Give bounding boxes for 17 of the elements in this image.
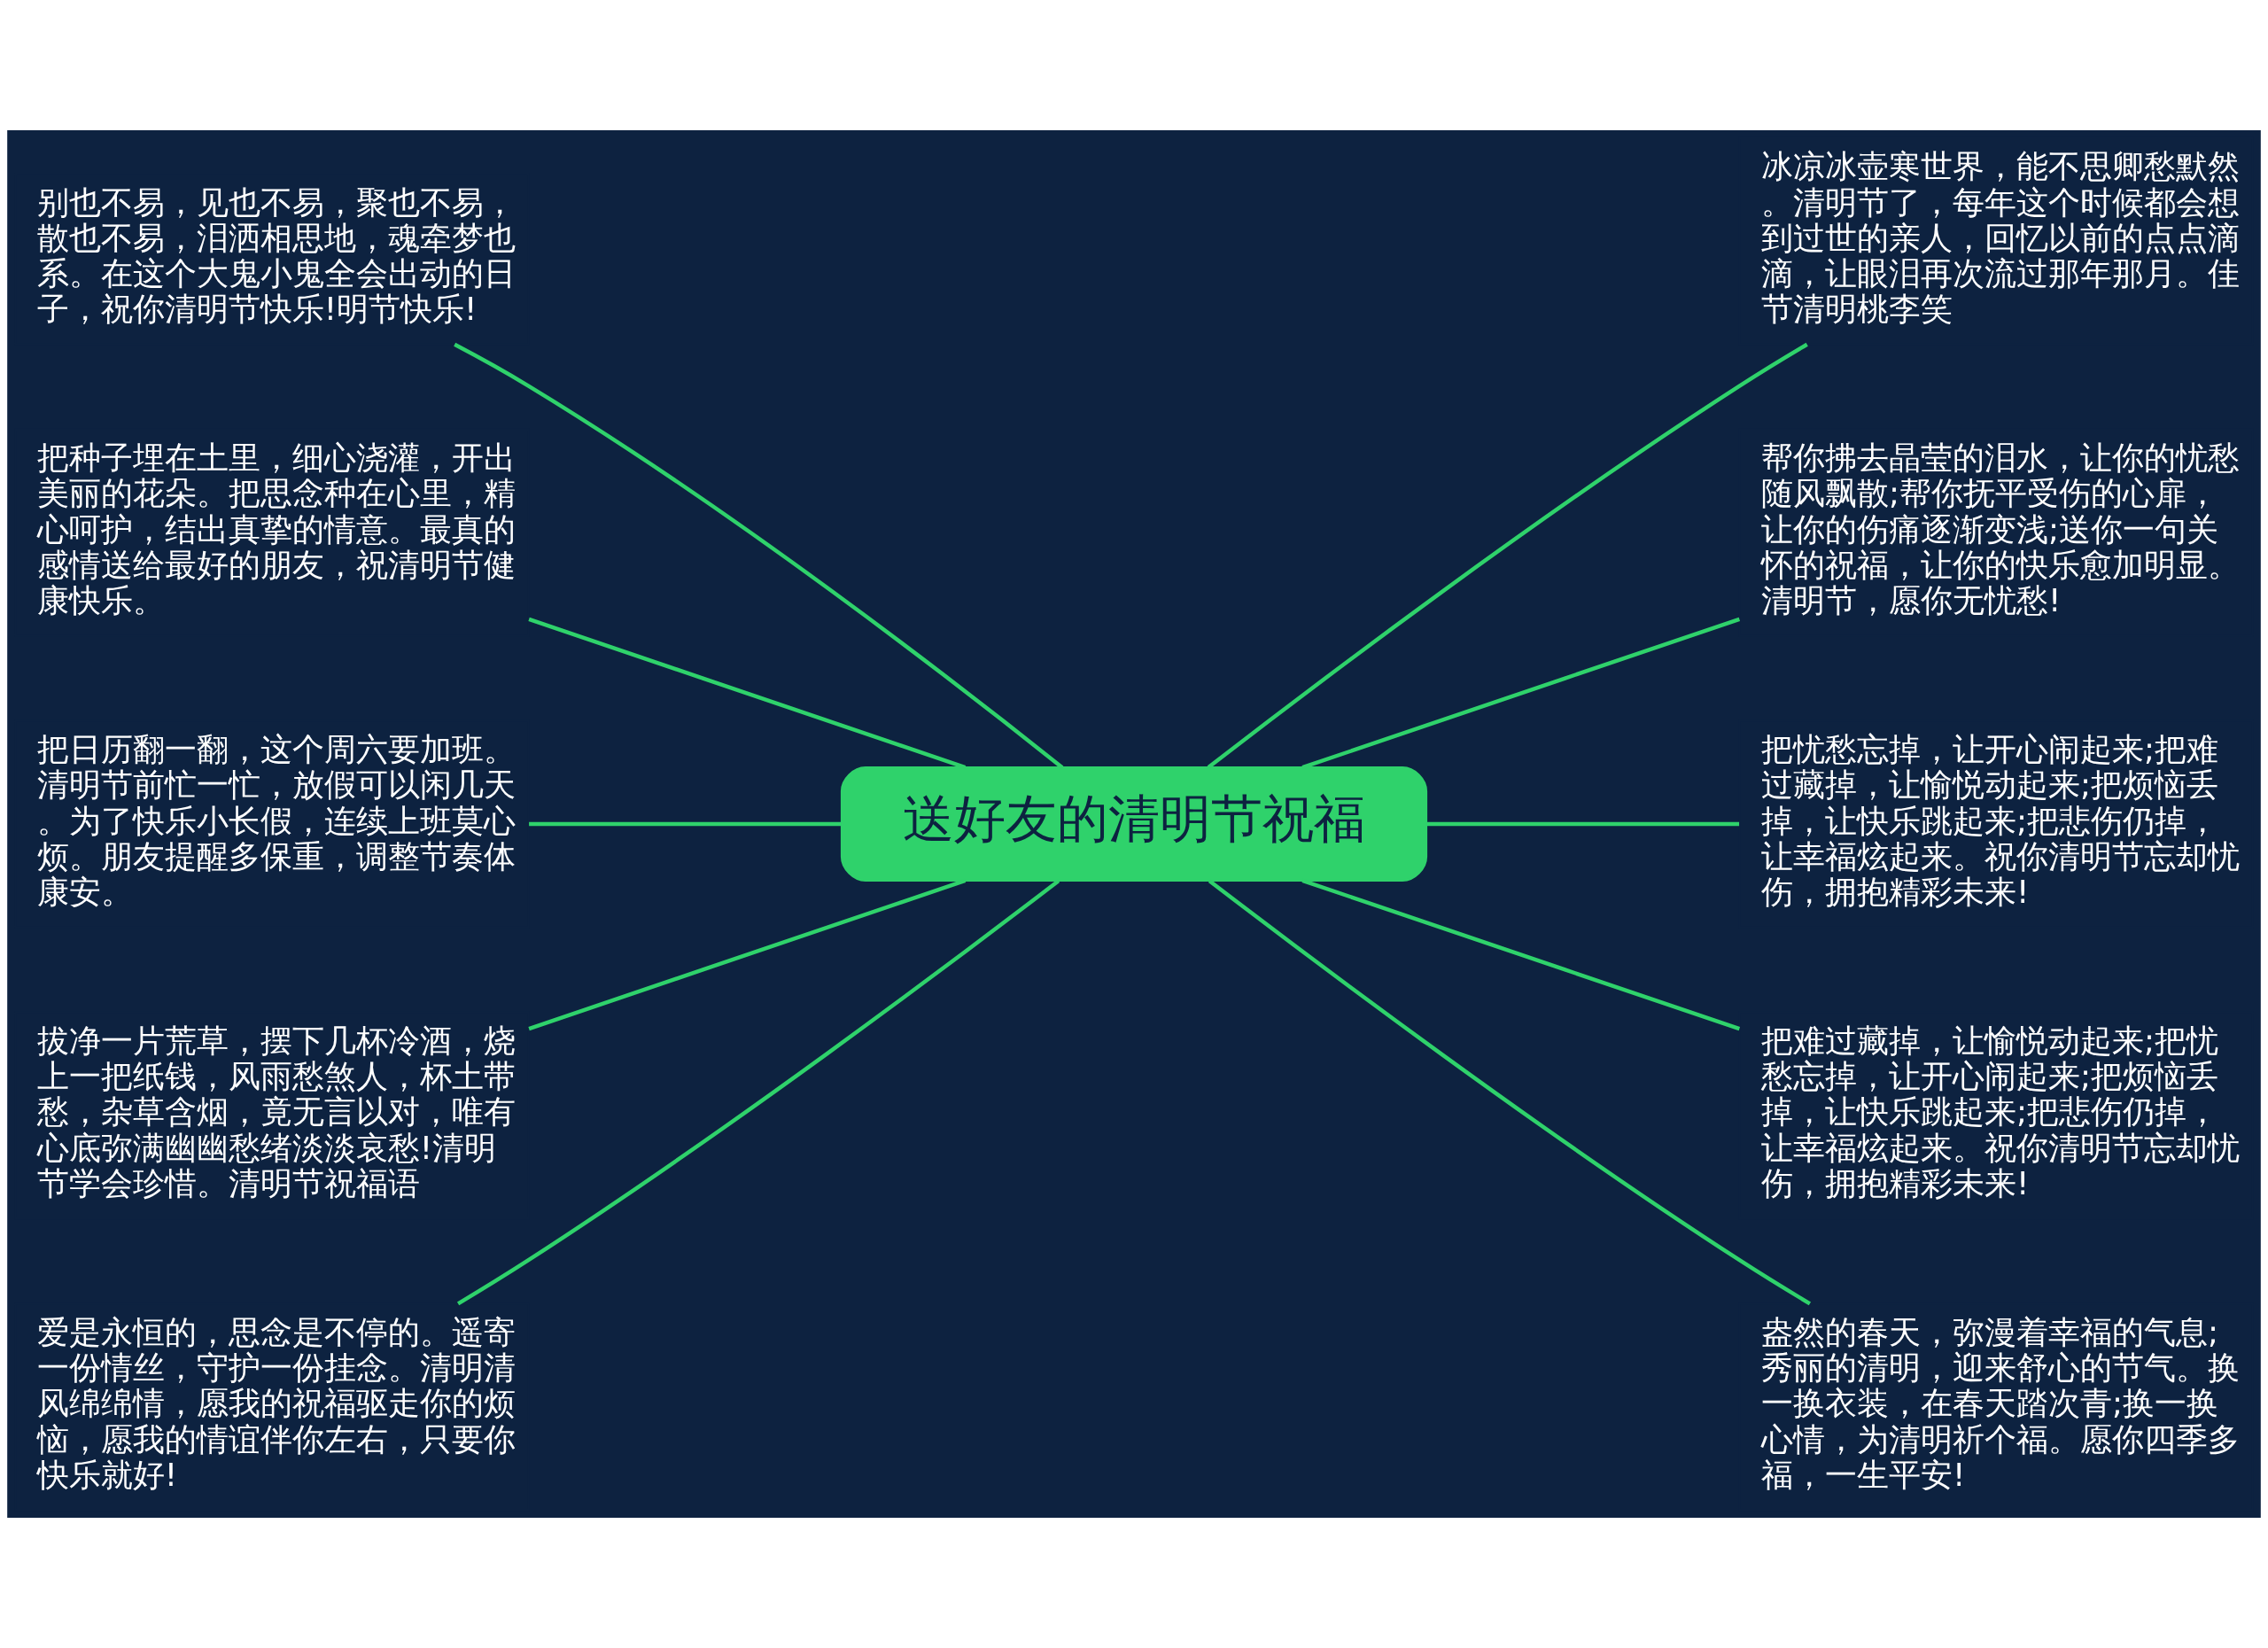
node-text: 别也不易，见也不易，聚也不易，散也不易，泪洒相思地，魂牵梦也系。在这个大鬼小鬼全会出动的日子，祝你清明节快乐!明节快乐! [36,183,516,328]
node-text: 把种子埋在土里，细心浇灌，开出美丽的花朵。把思念种在心里，精心呵护，结出真挚的情意。最真的感情送给最好的朋友，祝清明节健康快乐。 [36,439,516,619]
connector [1426,821,1740,827]
connector [456,879,1060,1306]
connector [454,342,1064,769]
node-text: 把日历翻一翻，这个周六要加班。清明节前忙一忙，放假可以闲几天。为了快乐小长假，连续上班莫心烦。朋友提醒多保重，调整节奏体康安。 [36,730,516,911]
node-text: 把难过藏掉，让愉悦动起来;把忧愁忘掉，让开心闹起来;把烦恼丢掉，让快乐跳起来;把悲伤仍掉，让幸福炫起来。祝你清明节忘却忧伤，拥抱精彩未来! [1761,1022,2241,1201]
connector [1208,879,1812,1306]
node-text: 帮你拂去晶莹的泪水，让你的忧愁随风飘散;帮你抚平受伤的心扉，让你的伤痛逐渐变浅;送你一句关怀的祝福，让你的快乐愈加明显。清明节，愿你无忧愁! [1761,439,2241,619]
node-text: 拔净一片荒草，摆下几杯冷酒，烧上一把纸钱，风雨愁煞人，杯土带愁，杂草含烟，竟无言以对，唯有心底弥满幽幽愁绪淡淡哀愁!清明节学会珍惜。清明节祝福语 [36,1022,516,1201]
node-text: 把忧愁忘掉，让开心闹起来;把难过藏掉，让愉悦动起来;把烦恼丢掉，让快乐跳起来;把悲伤仍掉，让幸福炫起来。祝你清明节忘却忧伤，拥抱精彩未来! [1761,730,2241,911]
node-text: 冰凉冰壶寒世界，能不思卿愁默然。清明节了，每年这个时候都会想到过世的亲人，回忆以前的点点滴滴，让眼泪再次流过那年那月。佳节清明桃李笑 [1761,148,2241,328]
node-box: 送好友的清明节祝福 [840,766,1428,882]
node-text: 爱是永恒的，思念是不停的。遥寄一份情丝，守护一份挂念。清明清风绵绵情，愿我的祝福驱走你的烦恼，愿我的情谊伴你左右，只要你快乐就好! [36,1313,516,1493]
connector [529,821,842,827]
node-text: 盎然的春天，弥漫着幸福的气息;秀丽的清明，迎来舒心的节气。换一换衣装，在春天踏次青;换一换心情，为清明祈个福。愿你四季多福，一生平安! [1761,1313,2241,1493]
connector [1207,342,1808,769]
